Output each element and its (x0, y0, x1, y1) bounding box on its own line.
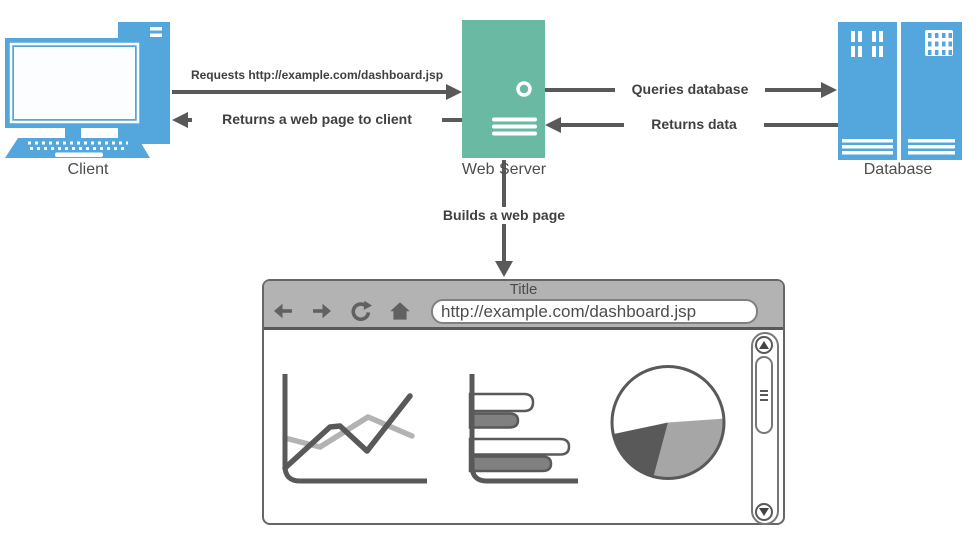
query-arrow-label: Queries database (615, 81, 765, 98)
client-label: Client (67, 161, 109, 178)
web-server-icon (462, 20, 545, 158)
scroll-up-button (755, 336, 773, 354)
scroll-up-icon (759, 341, 769, 349)
forward-icon (313, 303, 331, 319)
build-arrow-label: Builds a web page (424, 207, 584, 224)
scrollbar (751, 332, 779, 525)
browser-content (264, 330, 783, 527)
back-icon (274, 303, 292, 319)
scroll-down-button (755, 503, 773, 521)
request-arrow-label: Requests http://example.com/dashboard.js… (190, 68, 444, 82)
returns-data-arrow-label: Returns data (624, 116, 764, 133)
browser-window: Title http://example.com/dashboard.j (262, 279, 785, 525)
line-chart-icon (282, 374, 427, 484)
bar-chart-icon (468, 374, 578, 484)
web-server-label: Web Server (461, 161, 547, 178)
response-arrow-label: Returns a web page to client (192, 111, 442, 128)
scrollbar-thumb (755, 356, 773, 434)
home-icon (390, 302, 410, 320)
url-bar: http://example.com/dashboard.jsp (431, 298, 758, 324)
client-computer-icon (5, 22, 170, 158)
scroll-down-icon (759, 508, 769, 516)
pie-chart-icon (610, 365, 726, 480)
database-icon (838, 22, 962, 160)
browser-header: Title http://example.com/dashboard.j (264, 281, 783, 330)
browser-title: Title (509, 281, 538, 298)
database-label: Database (863, 161, 933, 178)
refresh-icon (351, 300, 372, 322)
browser-nav-row: http://example.com/dashboard.jsp (264, 298, 783, 324)
